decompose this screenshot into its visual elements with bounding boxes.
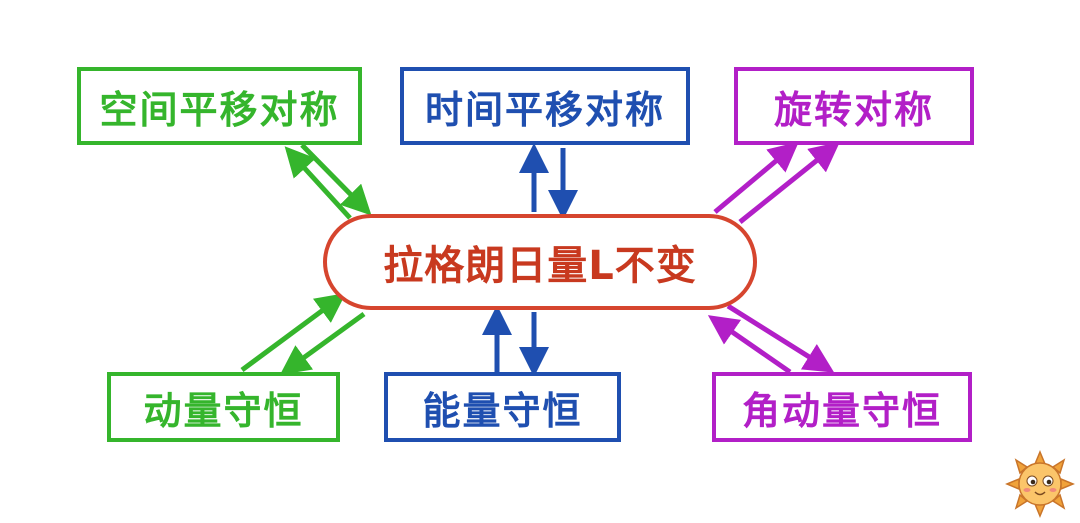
arrow-center-to-space xyxy=(284,146,352,220)
node-space-translation-label: 空间平移对称 xyxy=(99,87,340,132)
arrow-center-to-momentum xyxy=(279,311,366,375)
node-rotation-label: 旋转对称 xyxy=(773,87,934,132)
node-time-translation-label: 时间平移对称 xyxy=(424,87,665,132)
node-energy: 能量守恒 xyxy=(384,372,621,442)
node-angular-momentum: 角动量守恒 xyxy=(712,372,972,442)
center-label: 拉格朗日量L不变 xyxy=(383,243,697,289)
center-lagrangian-invariant: 拉格朗日量L不变 xyxy=(323,214,757,310)
arrow-center-to-rotation-1 xyxy=(713,141,799,214)
arrow-momentum-to-center xyxy=(240,293,347,373)
arrow-space-to-center xyxy=(300,143,372,216)
sun-mascot-icon xyxy=(1005,450,1075,518)
node-time-translation: 时间平移对称 xyxy=(400,67,690,145)
node-angular-momentum-label: 角动量守恒 xyxy=(741,388,942,433)
node-momentum-label: 动量守恒 xyxy=(143,388,304,433)
arrow-center-to-angular xyxy=(726,303,835,373)
node-space-translation: 空间平移对称 xyxy=(77,67,362,145)
node-energy-label: 能量守恒 xyxy=(422,388,583,433)
node-momentum: 动量守恒 xyxy=(107,372,340,442)
node-rotation: 旋转对称 xyxy=(734,67,974,145)
arrow-angular-to-center xyxy=(707,315,792,375)
arrow-center-to-rotation-2 xyxy=(738,141,840,224)
